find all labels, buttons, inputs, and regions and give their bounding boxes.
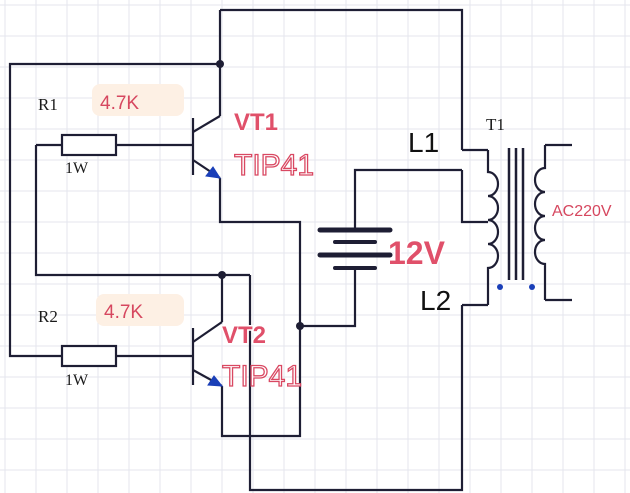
junction-dot xyxy=(218,271,226,279)
wire-cross-r1-vt2 xyxy=(34,145,222,277)
wire-top-bus xyxy=(220,8,464,150)
transformer-name-label: T1 xyxy=(486,115,505,134)
wire-battery-pos xyxy=(353,168,462,230)
r1-value-label: 4.7K xyxy=(100,93,139,114)
r2-value-label: 4.7K xyxy=(104,302,143,323)
vt1-name-label: VT1 xyxy=(234,109,278,136)
wire-vt1-emitter xyxy=(218,178,302,326)
transformer-t1 xyxy=(486,145,547,305)
transistor-vt2 xyxy=(191,321,224,387)
battery-voltage-label: 12V xyxy=(388,235,446,271)
vt2-name-label: VT2 xyxy=(222,322,266,349)
transistor-vt1 xyxy=(191,115,222,179)
r2-name-label: R2 xyxy=(38,307,58,326)
junction-dot xyxy=(216,60,224,68)
junctions xyxy=(216,60,304,330)
label-highlights xyxy=(92,84,184,326)
wire-bottom-loop xyxy=(248,275,464,492)
junction-dot xyxy=(296,322,304,330)
r1-name-label: R1 xyxy=(38,95,58,114)
secondary-voltage-label: AC220V xyxy=(552,203,612,220)
r1-power-label: 1W xyxy=(65,160,89,177)
l1-label: L1 xyxy=(408,127,439,158)
wire-left-loop xyxy=(8,10,222,358)
resistor-r1 xyxy=(60,133,118,157)
battery-12v xyxy=(317,227,393,270)
l2-label: L2 xyxy=(420,285,451,316)
vt2-model-label: TIP41 xyxy=(222,360,302,393)
vt1-model-label: TIP41 xyxy=(234,149,314,182)
resistor-r2 xyxy=(60,344,118,368)
wires xyxy=(8,8,572,492)
r2-power-label: 1W xyxy=(65,372,89,389)
wire-center-tap xyxy=(460,170,488,224)
wire-battery-neg xyxy=(300,268,357,328)
wire-vt2-emitter xyxy=(220,326,302,438)
